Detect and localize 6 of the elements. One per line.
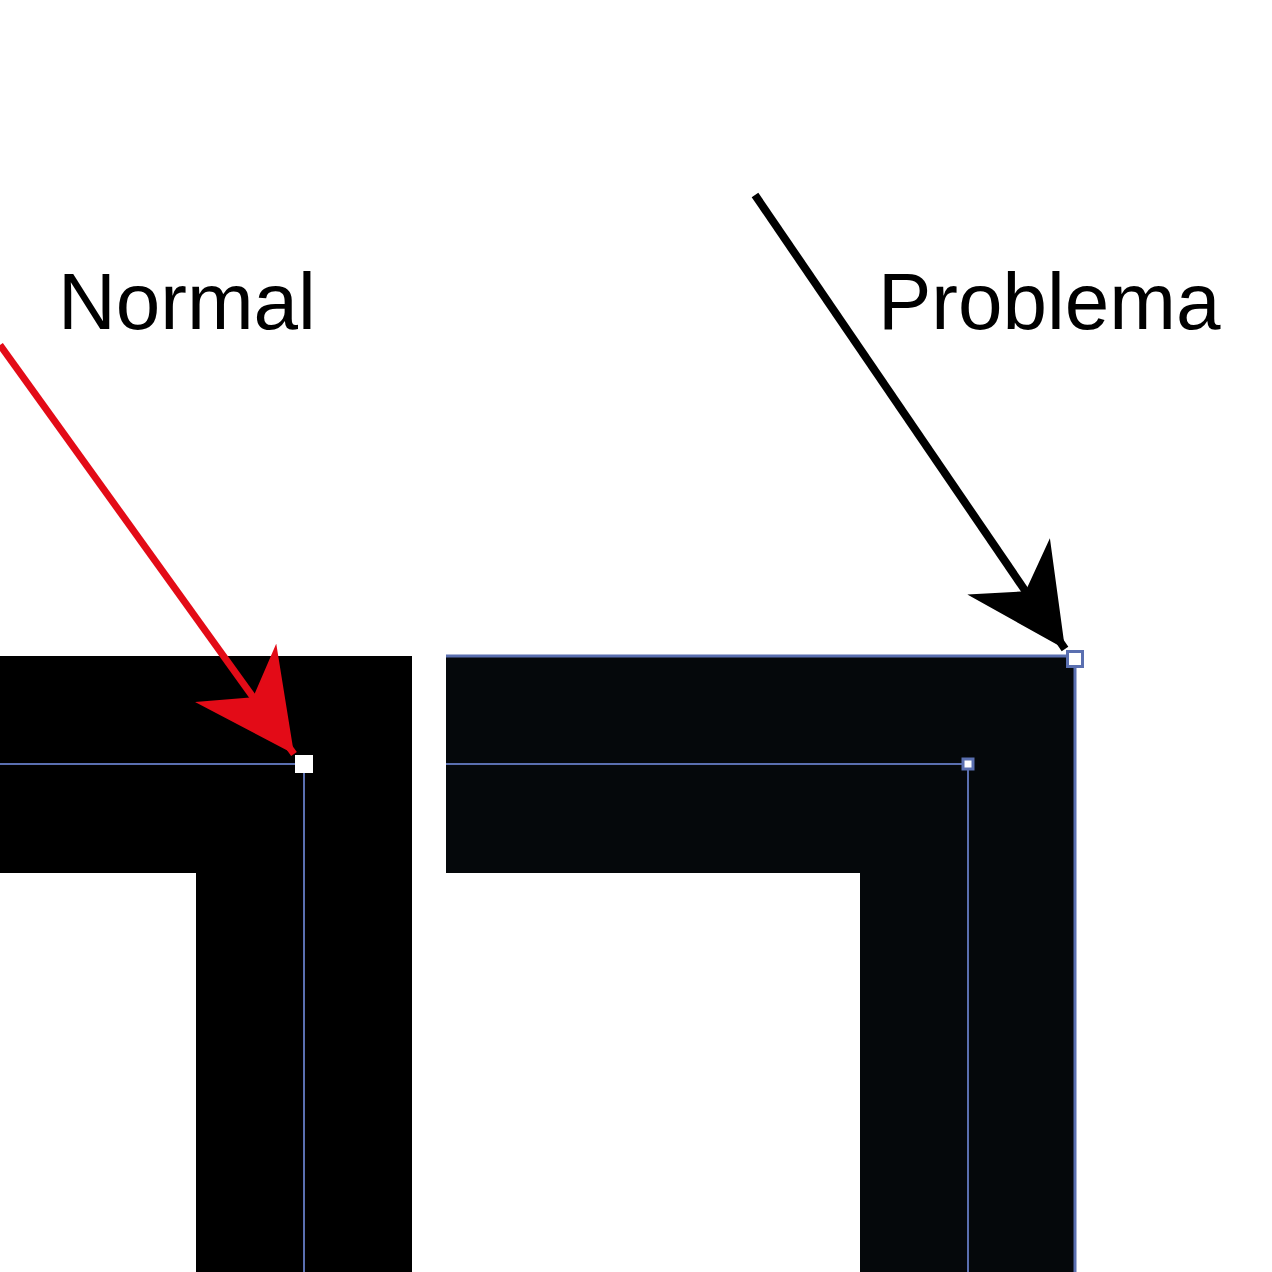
anchor-point bbox=[295, 755, 313, 773]
caption-text: Normal bbox=[58, 262, 316, 342]
arrow bbox=[0, 342, 297, 757]
arrow bbox=[751, 192, 1069, 652]
caption-text: Problema bbox=[878, 262, 1221, 342]
anchor-point bbox=[1066, 650, 1084, 668]
